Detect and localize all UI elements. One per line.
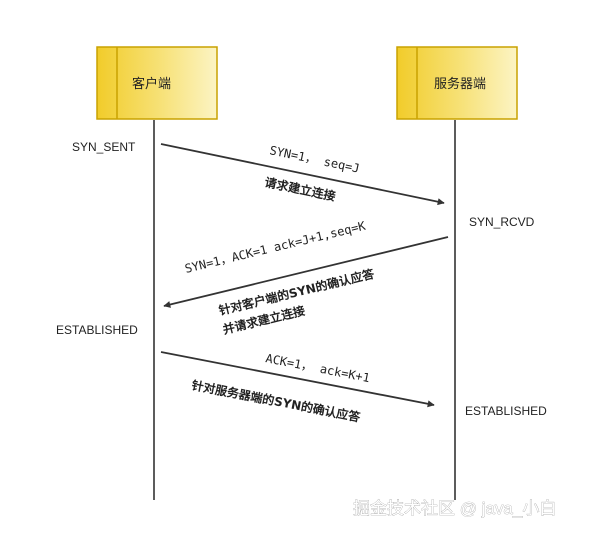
state-syn-rcvd: SYN_RCVD [469, 215, 535, 229]
message-3-arrow [160, 351, 435, 408]
client-label: 客户端 [132, 76, 171, 91]
message-2-flags: SYN=1，ACK=1 ack=J+1,seq=K [183, 219, 367, 276]
state-server-established: ESTABLISHED [465, 404, 547, 418]
server-participant-box: 服务器端 [396, 46, 518, 120]
client-participant-box: 客户端 [96, 46, 218, 120]
message-2-arrow [163, 236, 449, 308]
watermark: 掘金技术社区 @ java_小白 [353, 499, 556, 518]
message-3-note: 针对服务器端的SYN的确认应答 [190, 377, 362, 425]
message-1-flags: SYN=1， seq=J [268, 143, 360, 175]
server-label: 服务器端 [434, 76, 486, 91]
state-client-established: ESTABLISHED [56, 323, 138, 337]
message-3-flags: ACK=1， ack=K+1 [264, 351, 371, 385]
message-1-arrow [160, 143, 445, 206]
state-syn-sent: SYN_SENT [72, 140, 136, 154]
